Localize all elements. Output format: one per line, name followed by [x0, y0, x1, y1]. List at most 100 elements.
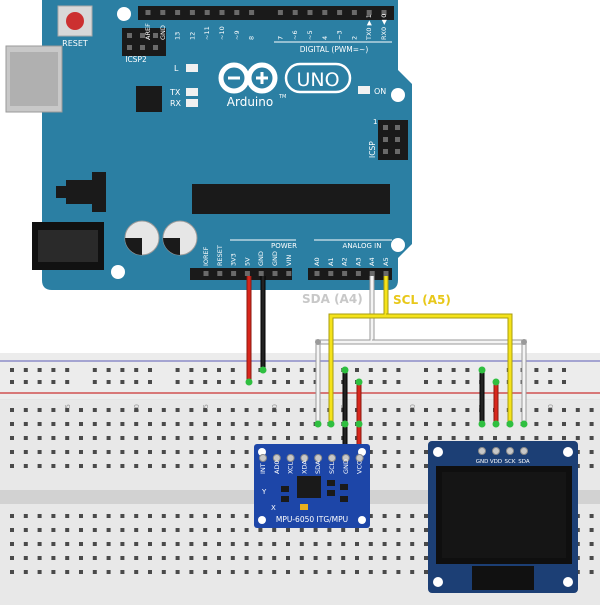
terminal-hole: [51, 464, 56, 468]
mpu-pin[interactable]: [314, 454, 323, 462]
digital-pin[interactable]: [234, 10, 240, 15]
digital-pin[interactable]: [160, 10, 166, 15]
terminal-hole: [134, 436, 139, 440]
terminal-hole: [368, 422, 373, 426]
rail-hole: [286, 368, 290, 372]
mpu-pin[interactable]: [259, 454, 267, 462]
power-pin[interactable]: [231, 271, 237, 276]
terminal-hole: [79, 542, 83, 546]
analog-pin[interactable]: [328, 271, 334, 276]
mpu-pin[interactable]: [286, 454, 295, 462]
terminal-hole: [161, 422, 166, 426]
analog-header: [308, 268, 392, 280]
power-pin-label: GND: [257, 251, 265, 266]
terminal-hole: [106, 422, 111, 426]
digital-pin[interactable]: [249, 10, 255, 15]
digital-pin[interactable]: [351, 10, 357, 15]
analog-pin[interactable]: [342, 271, 348, 276]
terminal-hole: [37, 436, 42, 440]
icsp-header: [378, 120, 408, 160]
terminal-hole: [368, 556, 373, 560]
digital-pin[interactable]: [145, 10, 151, 15]
terminal-hole: [382, 570, 387, 574]
column-number: 5: [64, 404, 72, 408]
mpu-pin-label: SDA: [314, 460, 322, 474]
analog-pin[interactable]: [369, 271, 375, 276]
terminal-hole: [244, 514, 249, 518]
terminal-hole: [10, 528, 14, 532]
mpu-pin[interactable]: [341, 454, 350, 462]
terminal-hole: [589, 556, 594, 560]
oled-pin[interactable]: [520, 447, 528, 455]
analog-pin[interactable]: [314, 271, 320, 276]
terminal-hole: [79, 436, 83, 440]
mpu-pin[interactable]: [355, 454, 364, 462]
power-pin[interactable]: [244, 271, 250, 276]
analog-pin[interactable]: [355, 271, 361, 276]
analog-pin[interactable]: [383, 271, 389, 276]
digital-pin[interactable]: [189, 10, 195, 15]
mpu-pin[interactable]: [328, 454, 336, 462]
power-header: [190, 268, 292, 280]
terminal-hole: [534, 422, 539, 426]
oled-pin[interactable]: [478, 447, 486, 455]
digital-pin[interactable]: [322, 10, 328, 15]
terminal-hole: [589, 422, 594, 426]
oled-pin[interactable]: [506, 447, 514, 455]
power-pin[interactable]: [272, 271, 278, 276]
terminal-hole: [562, 408, 566, 412]
terminal-hole: [175, 450, 180, 454]
reset-button-cap[interactable]: [66, 12, 84, 30]
terminal-hole: [451, 408, 456, 412]
digital-pin[interactable]: [381, 10, 387, 15]
digital-pin[interactable]: [277, 10, 283, 15]
oled-pin[interactable]: [492, 447, 500, 455]
terminal-hole: [410, 514, 415, 518]
power-pin-label: 5V: [243, 257, 251, 266]
power-pin[interactable]: [286, 271, 292, 276]
rail-hole: [548, 368, 553, 372]
digital-pin-label: 12: [188, 32, 196, 40]
terminal-hole: [134, 542, 139, 546]
terminal-hole: [465, 422, 470, 426]
digital-pin[interactable]: [219, 10, 225, 15]
digital-pin[interactable]: [307, 10, 313, 15]
digital-pin[interactable]: [337, 10, 343, 15]
power-pin[interactable]: [217, 271, 223, 276]
terminal-hole: [161, 514, 166, 518]
power-pin[interactable]: [203, 271, 209, 276]
mpu-pin[interactable]: [272, 454, 281, 462]
terminal-hole: [148, 556, 152, 560]
sda-wire: [315, 276, 527, 424]
rail-hole: [286, 380, 290, 384]
terminal-hole: [120, 528, 125, 532]
digital-pin[interactable]: [204, 10, 210, 15]
terminal-hole: [148, 436, 152, 440]
rail-hole: [562, 368, 566, 372]
digital-header: [138, 6, 394, 20]
terminal-hole: [79, 408, 83, 412]
terminal-hole: [23, 542, 28, 546]
rail-hole: [424, 380, 428, 384]
terminal-hole: [424, 450, 428, 454]
digital-pin[interactable]: [292, 10, 298, 15]
rail-hole: [148, 380, 152, 384]
terminal-hole: [148, 542, 152, 546]
digital-pin[interactable]: [175, 10, 181, 15]
mpu-pin[interactable]: [300, 454, 309, 462]
terminal-hole: [575, 422, 580, 426]
terminal-hole: [230, 422, 235, 426]
uno-badge: [284, 62, 352, 94]
power-pin[interactable]: [258, 271, 264, 276]
terminal-hole: [161, 556, 166, 560]
terminal-hole: [341, 528, 346, 532]
terminal-hole: [23, 570, 28, 574]
terminal-hole: [23, 408, 28, 412]
voltage-regulator: [66, 180, 92, 204]
terminal-hole: [230, 408, 235, 412]
led-rx-label: RX: [170, 99, 182, 108]
digital-pin[interactable]: [366, 10, 372, 15]
terminal-hole: [92, 556, 97, 560]
digital-pin-label: GND: [159, 25, 167, 40]
